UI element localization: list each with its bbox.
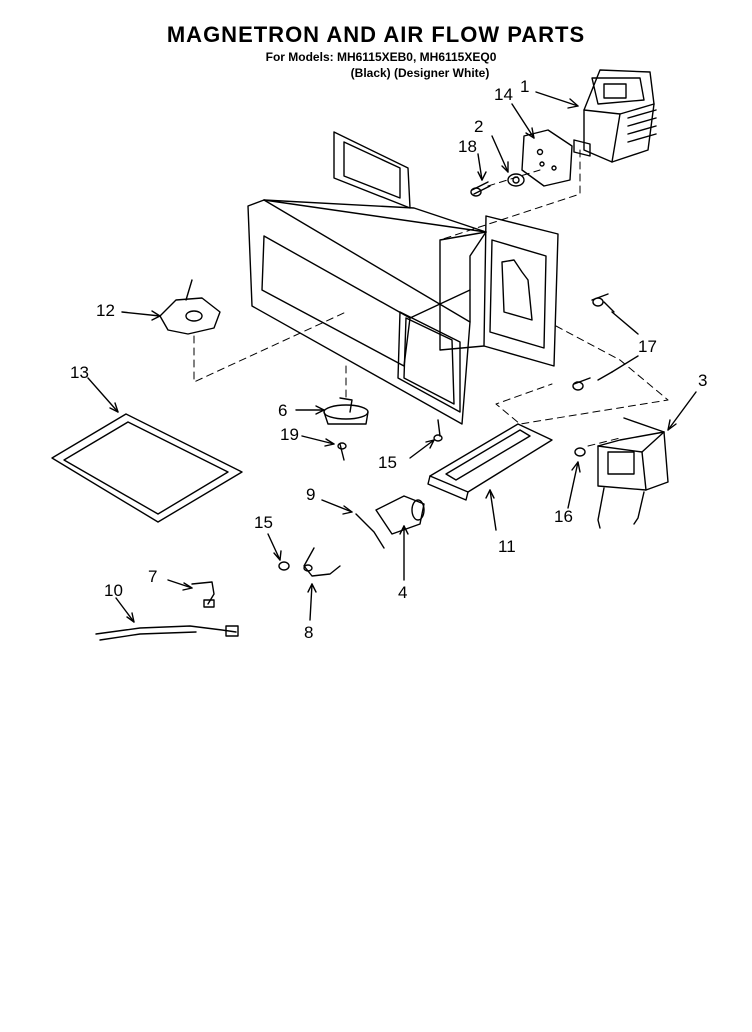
duct-panel-part <box>439 215 559 367</box>
callout-14: 14 <box>494 85 513 104</box>
magnetron-part <box>573 69 657 163</box>
screw-15b-part <box>278 561 290 571</box>
callout-19: 19 <box>280 425 299 444</box>
thermal-fuse-part <box>507 173 525 187</box>
callout-15-lower: 15 <box>254 513 273 532</box>
capacitor-part <box>355 495 425 549</box>
callout-4: 4 <box>398 583 408 602</box>
callout-1: 1 <box>520 77 530 96</box>
base-plate-part <box>427 423 553 501</box>
harness-8-part <box>303 547 341 577</box>
screw-18-part <box>470 181 491 197</box>
models-line: For Models: MH6115XEB0, MH6115XEQ0 <box>265 50 497 64</box>
front-frame-part <box>247 199 487 425</box>
callout-13: 13 <box>70 363 89 382</box>
screw-15-part <box>437 419 441 437</box>
callout-3: 3 <box>698 371 708 390</box>
glass-tray-part <box>51 413 243 523</box>
screw-19-part <box>339 443 345 461</box>
callout-15-upper: 15 <box>378 453 397 472</box>
callout-8: 8 <box>304 623 314 642</box>
stirrer-motor-part <box>323 397 369 425</box>
callout-10: 10 <box>104 581 123 600</box>
leader-arrows <box>87 91 697 623</box>
callout-17: 17 <box>638 337 657 356</box>
callout-11: 11 <box>498 537 516 556</box>
callout-7: 7 <box>148 567 158 586</box>
stirrer-part <box>159 279 221 335</box>
transformer-part <box>597 417 669 529</box>
finishes-line: (Black) (Designer White) <box>350 66 490 80</box>
screw-16-part <box>574 447 586 457</box>
harness-10-part <box>95 625 239 641</box>
callout-2: 2 <box>474 117 484 136</box>
callout-12: 12 <box>96 301 115 320</box>
callout-6: 6 <box>278 401 288 420</box>
bracket-part <box>521 129 573 187</box>
rear-panel-part <box>333 131 411 209</box>
callout-9: 9 <box>306 485 316 504</box>
harness-7-part <box>191 581 215 608</box>
connector-lines <box>193 149 669 447</box>
callout-18: 18 <box>458 137 477 156</box>
page-title: MAGNETRON AND AIR FLOW PARTS <box>166 22 586 47</box>
callout-16: 16 <box>554 507 573 526</box>
